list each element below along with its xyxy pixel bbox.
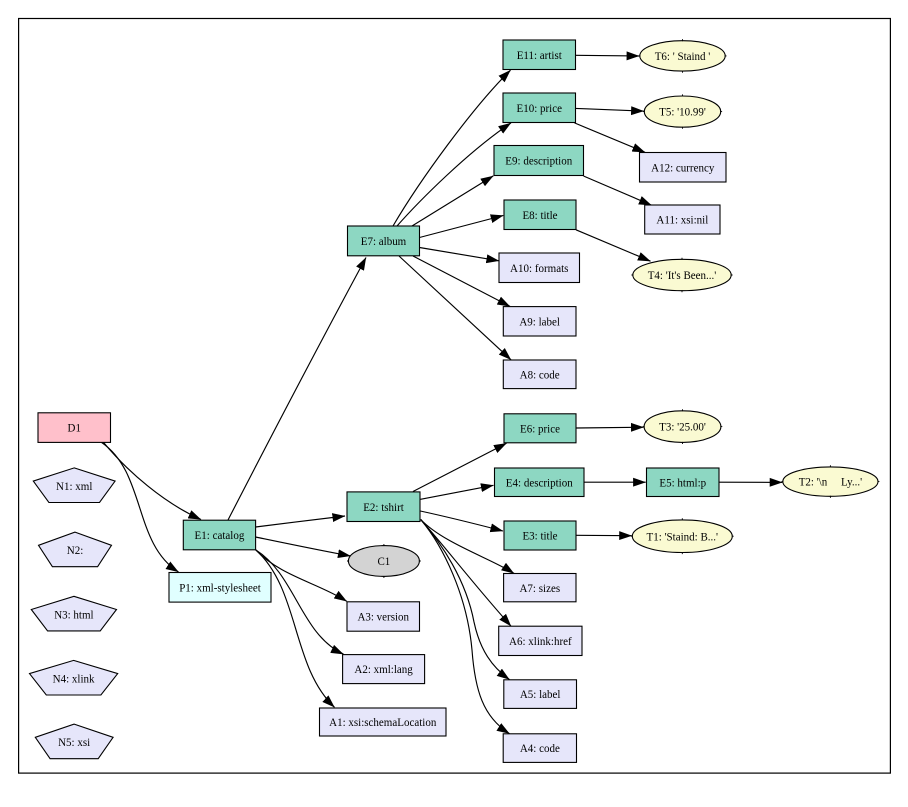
svg-text:A2: xml:lang: A2: xml:lang bbox=[354, 662, 412, 676]
svg-text:E5: html:p: E5: html:p bbox=[659, 475, 706, 489]
svg-text:P1: xml-stylesheet: P1: xml-stylesheet bbox=[179, 580, 261, 594]
svg-text:E4: description: E4: description bbox=[506, 475, 573, 489]
svg-text:E7: album: E7: album bbox=[361, 234, 407, 248]
svg-text:T1: 'Staind: B...': T1: 'Staind: B...' bbox=[647, 529, 719, 543]
svg-text:T3: '25.00': T3: '25.00' bbox=[659, 420, 706, 434]
svg-text:A6: xlink:href: A6: xlink:href bbox=[509, 634, 572, 648]
svg-text:E9: description: E9: description bbox=[505, 154, 572, 168]
svg-text:N2:: N2: bbox=[67, 543, 84, 557]
svg-text:E1: catalog: E1: catalog bbox=[195, 528, 245, 542]
svg-text:E3: title: E3: title bbox=[522, 529, 557, 543]
svg-text:A4: code: A4: code bbox=[520, 741, 560, 755]
svg-text:A10: formats: A10: formats bbox=[510, 261, 569, 275]
svg-text:C1: C1 bbox=[378, 554, 391, 568]
svg-text:A8: code: A8: code bbox=[520, 367, 560, 381]
svg-text:E11: artist: E11: artist bbox=[517, 48, 563, 62]
svg-text:E10: price: E10: price bbox=[517, 101, 563, 115]
svg-text:E6: price: E6: price bbox=[520, 421, 560, 435]
svg-text:A12: currency: A12: currency bbox=[651, 160, 714, 174]
svg-text:E2: tshirt: E2: tshirt bbox=[363, 500, 404, 514]
svg-text:A7: sizes: A7: sizes bbox=[520, 581, 561, 595]
svg-text:T5: '10.99': T5: '10.99' bbox=[659, 105, 706, 119]
svg-text:E8: title: E8: title bbox=[522, 208, 557, 222]
svg-text:A3: version: A3: version bbox=[357, 610, 409, 624]
svg-text:A11: xsi:nil: A11: xsi:nil bbox=[656, 213, 709, 227]
svg-text:N5: xsi: N5: xsi bbox=[58, 735, 91, 749]
svg-text:T6: ' Staind ': T6: ' Staind ' bbox=[655, 49, 711, 63]
svg-text:T4: 'It's Been...': T4: 'It's Been...' bbox=[648, 268, 717, 282]
svg-text:A9: label: A9: label bbox=[519, 314, 560, 328]
svg-text:N1: xml: N1: xml bbox=[56, 479, 93, 493]
svg-text:A1: xsi:schemaLocation: A1: xsi:schemaLocation bbox=[329, 715, 436, 729]
svg-text:N3: html: N3: html bbox=[54, 607, 94, 621]
svg-text:N4: xlink: N4: xlink bbox=[53, 672, 95, 686]
svg-text:T2: '\n Ly...': T2: '\n Ly...' bbox=[799, 475, 862, 489]
svg-text:A5: label: A5: label bbox=[520, 687, 561, 701]
svg-text:D1: D1 bbox=[68, 421, 81, 435]
